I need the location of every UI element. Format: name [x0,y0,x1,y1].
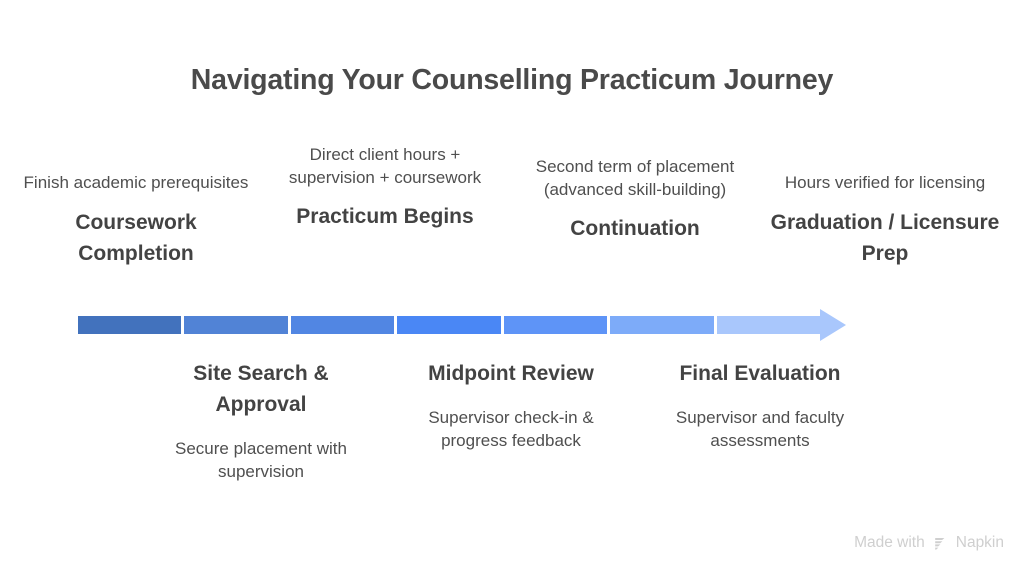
napkin-logo-icon [932,535,949,552]
stage-description: Supervisor and faculty assessments [675,408,845,450]
stage-name: Continuation [570,217,700,241]
stage-description: Direct client hours + supervision + cour… [288,145,482,187]
watermark-text: Made with [854,534,925,551]
stage-name: Site Search & Approval [193,362,329,417]
timeline-segment [503,316,608,334]
stage-name: Practicum Begins [296,205,474,229]
stage-below-2: Midpoint Review Supervisor check-in & pr… [398,358,624,452]
timeline-segments [78,316,820,334]
timeline-segment [716,316,820,334]
stage-name: Coursework Completion [75,210,197,265]
stage-name: Graduation / Licensure Prep [770,210,1000,265]
stage-description: Hours verified for licensing [784,173,986,192]
stage-name: Final Evaluation [679,362,841,385]
watermark-brand: Napkin [955,534,1004,551]
timeline-segment [290,316,395,334]
stage-description: Secure placement with supervision [175,439,347,481]
timeline-segment [78,316,182,334]
watermark: Made with Napkin [854,534,1004,552]
page-title: Navigating Your Counselling Practicum Jo… [190,64,834,96]
stage-below-1: Site Search & Approval Secure placement … [148,358,374,483]
stage-below-3: Final Evaluation Supervisor and faculty … [646,358,874,452]
arrow-head-icon [820,309,846,341]
timeline-arrow [78,309,946,341]
stage-description: Supervisor check-in & progress feedback [428,408,594,450]
timeline-segment [184,316,288,334]
timeline-segment [610,316,714,334]
stage-name: Midpoint Review [428,362,594,385]
stage-description: Finish academic prerequisites [23,173,249,192]
timeline-segment [397,316,501,334]
stage-description: Second term of placement (advanced skill… [535,157,735,199]
